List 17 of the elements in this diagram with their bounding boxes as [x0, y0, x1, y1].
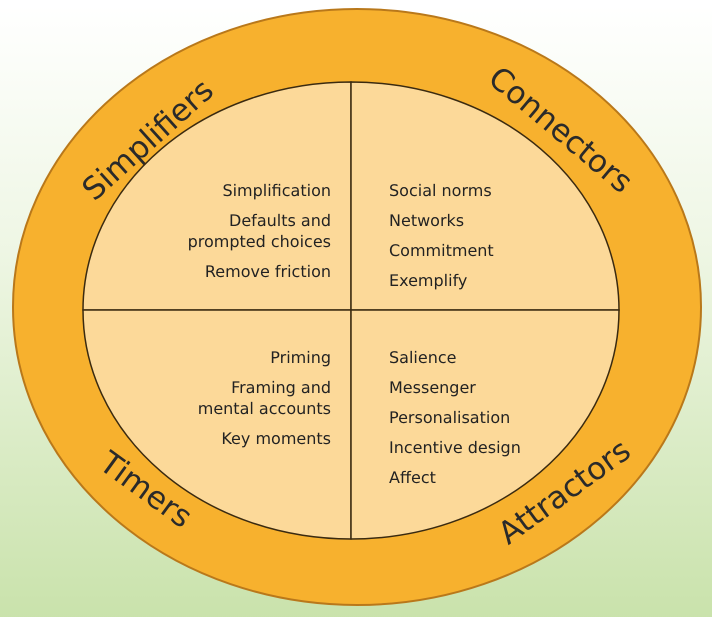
strategy-item: Salience: [389, 347, 458, 368]
strategy-item: Social norms: [389, 181, 492, 201]
strategy-item: Priming: [269, 347, 331, 368]
outer-ring: [12, 8, 702, 606]
quadrant: [83, 82, 351, 310]
strategy-item: Commitment: [389, 240, 495, 261]
strategy-item: Exemplify: [389, 270, 468, 291]
strategy-item: Personalisation: [389, 407, 512, 428]
strategy-item: Defaults and prompted choices: [186, 210, 331, 252]
strategy-item: Simplification: [221, 180, 331, 201]
strategy-item: Key moments: [220, 428, 331, 449]
strategy-item: Messenger: [389, 377, 477, 398]
strategy-item: Affect: [389, 467, 437, 488]
strategy-item: Networks: [389, 210, 466, 231]
strategy-item: Framing and mental accounts: [196, 377, 331, 419]
quadrant: [83, 310, 351, 539]
strategy-item: Remove friction: [204, 261, 331, 282]
